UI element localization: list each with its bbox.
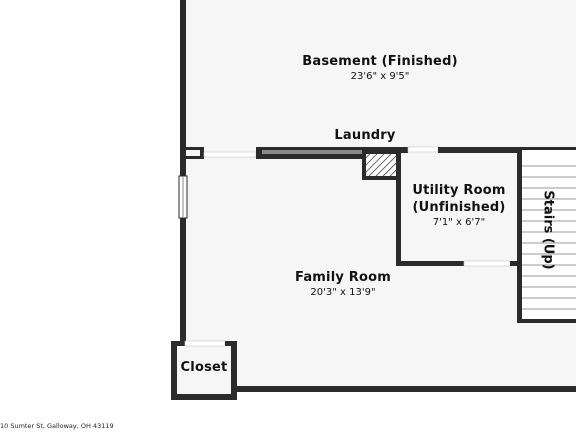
stairs-wall-bottom xyxy=(517,319,576,323)
wall-mid-right-b xyxy=(438,147,576,153)
closet-wall-bottom xyxy=(171,394,237,400)
closet-floor xyxy=(174,344,234,398)
laundry-counter-top xyxy=(262,150,362,154)
utility-wall-bottom-right xyxy=(510,261,522,266)
wall-mid-right-a xyxy=(396,147,408,153)
closet-label: Closet xyxy=(181,360,228,375)
utility-name-line2: (Unfinished) xyxy=(412,200,506,215)
address-text: 10 Sumter St, Galloway, OH 43119 xyxy=(0,422,114,430)
hatched-column xyxy=(362,150,400,180)
closet-doorway xyxy=(184,340,226,347)
closet-wall-right xyxy=(231,341,237,400)
family-room-dims: 20'3" x 13'9" xyxy=(310,287,376,298)
utility-doorway xyxy=(463,260,511,267)
family-room-label: Family Room 20'3" x 13'9" xyxy=(295,270,391,298)
closet-wall-left xyxy=(171,341,177,400)
basement-label: Basement (Finished) 23'6" x 9'5" xyxy=(302,54,457,82)
laundry-name: Laundry xyxy=(334,128,396,143)
laundry-label: Laundry xyxy=(334,128,395,143)
family-room-floor xyxy=(183,152,576,389)
doorway-mid xyxy=(203,151,257,158)
basement-floor xyxy=(183,0,576,152)
basement-dims: 23'6" x 9'5" xyxy=(350,71,410,82)
basement-name: Basement (Finished) xyxy=(302,54,458,69)
utility-wall-left xyxy=(396,147,401,266)
utility-dims: 7'1" x 6'7" xyxy=(432,217,486,228)
utility-wall-bottom-left xyxy=(396,261,464,266)
stairs-wall-left xyxy=(517,150,522,322)
utility-name-line1: Utility Room xyxy=(412,183,506,198)
wall-mid-left-stub-inner xyxy=(186,150,200,156)
wall-left-upper xyxy=(180,0,186,176)
stairs-label: Stairs (Up) xyxy=(540,190,556,270)
wall-left-lower xyxy=(180,218,186,346)
closet-name: Closet xyxy=(180,360,228,375)
window-mid xyxy=(407,146,439,153)
stairs-area xyxy=(519,150,576,321)
utility-label: Utility Room (Unfinished) 7'1" x 6'7" xyxy=(412,183,505,228)
stair-treads xyxy=(522,165,576,310)
closet-wall-top-right xyxy=(225,341,237,346)
closet-wall-top-left xyxy=(171,341,185,346)
wall-bottom xyxy=(234,386,576,392)
family-room-name: Family Room xyxy=(295,270,391,285)
